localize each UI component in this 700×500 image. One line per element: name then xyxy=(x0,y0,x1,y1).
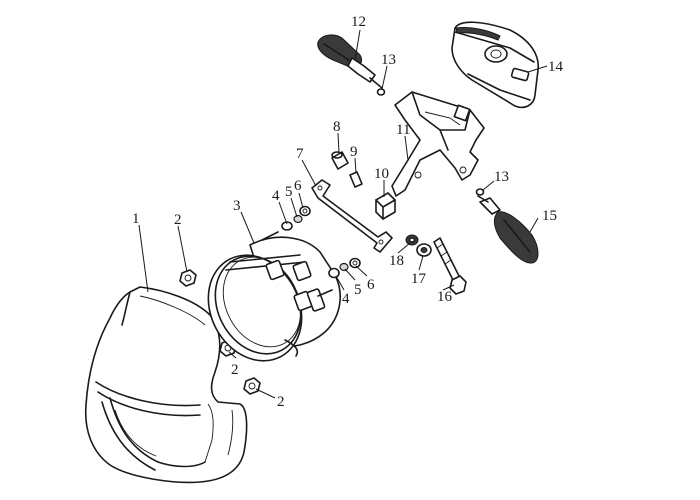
callout-13-right: 13 xyxy=(494,169,509,185)
callout-7: 7 xyxy=(296,146,304,162)
callout-2-middle: 2 xyxy=(231,362,239,378)
washer-set-upper xyxy=(281,205,311,231)
rear-housing xyxy=(451,21,539,109)
callout-9: 9 xyxy=(350,144,358,160)
small-bolt-right xyxy=(475,188,485,196)
collar xyxy=(349,171,363,188)
callout-12: 12 xyxy=(351,14,366,30)
long-bolt xyxy=(433,237,467,295)
callout-3: 3 xyxy=(233,198,241,214)
washer-large xyxy=(416,243,432,257)
callout-2-upper: 2 xyxy=(174,212,182,228)
turn-signal-upper xyxy=(317,34,383,89)
callout-2-lower: 2 xyxy=(277,394,285,410)
flange-nut xyxy=(405,234,419,246)
callout-10: 10 xyxy=(374,166,389,182)
callout-17: 17 xyxy=(411,271,427,287)
callout-4-upper: 4 xyxy=(272,188,280,204)
callout-8: 8 xyxy=(333,119,341,135)
callout-18: 18 xyxy=(389,253,404,269)
callout-labels: 1 2 2 2 3 4 5 6 4 5 6 7 8 9 10 11 12 13 … xyxy=(132,14,564,410)
bushing xyxy=(331,151,349,170)
nut-upper xyxy=(179,269,197,287)
callout-13-upper: 13 xyxy=(381,52,396,68)
callout-4-lower: 4 xyxy=(342,291,350,307)
headlight-unit xyxy=(207,231,341,362)
callout-1: 1 xyxy=(132,211,140,227)
headlight-cowl xyxy=(84,286,248,484)
callout-6-upper: 6 xyxy=(294,178,302,194)
small-bolt-upper xyxy=(376,88,386,96)
nut-lower xyxy=(243,377,261,395)
callout-14: 14 xyxy=(548,59,564,75)
clamp xyxy=(375,192,396,220)
signal-bracket xyxy=(391,91,485,197)
callout-15: 15 xyxy=(542,208,557,224)
leader-lines xyxy=(138,29,548,399)
callout-5-upper: 5 xyxy=(285,184,293,200)
turn-signal-lower xyxy=(477,195,539,264)
callout-11: 11 xyxy=(396,122,410,138)
mounting-bracket xyxy=(311,179,393,253)
callout-6-lower: 6 xyxy=(367,277,375,293)
washer-set-lower xyxy=(328,257,361,279)
callout-16: 16 xyxy=(437,289,453,305)
callout-5-lower: 5 xyxy=(354,282,362,298)
